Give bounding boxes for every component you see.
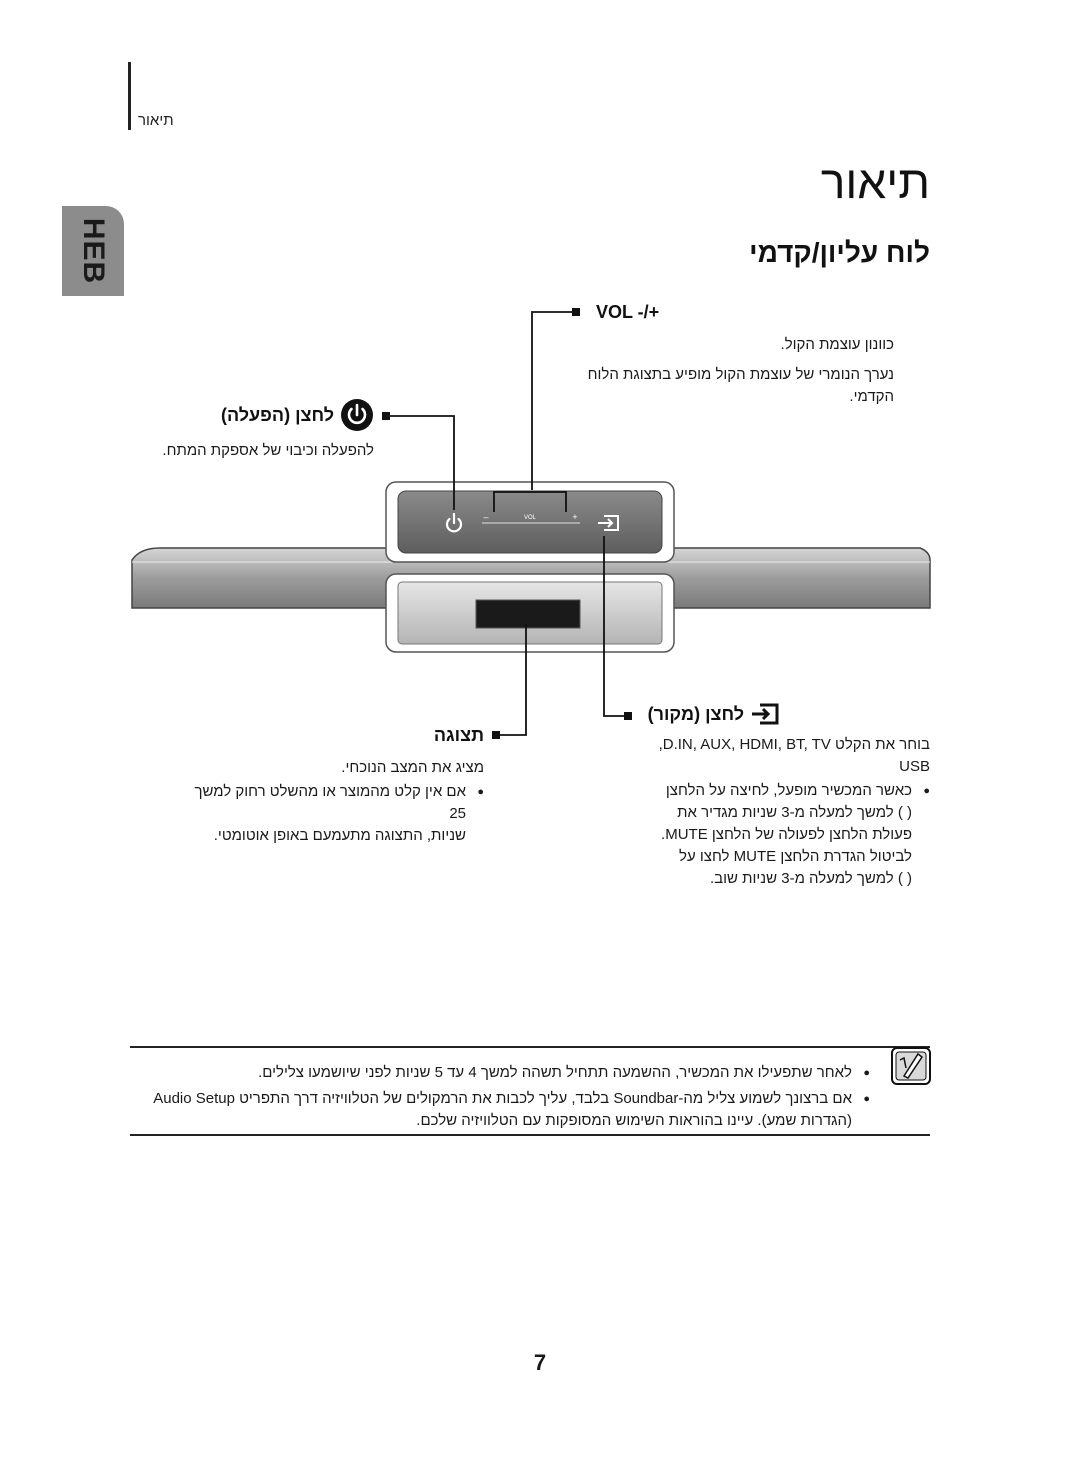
panel-source-icon	[598, 515, 619, 531]
source-marker	[624, 712, 632, 720]
note-text: אם ברצונך לשמוע צליל מה-Soundbar בלבד, ע…	[153, 1090, 852, 1107]
source-bullet: כאשר המכשיר מופעל, לחיצה על הלחצן ( ) למ…	[630, 780, 930, 890]
display-marker	[492, 731, 500, 739]
note-icon	[891, 1047, 931, 1085]
vol-desc-line: כוונון עוצמת הקול.	[780, 336, 894, 353]
header-rule	[128, 62, 131, 130]
source-bullet-line: פעולת הלחצן לפעולה של הלחצן MUTE.	[661, 826, 912, 843]
note-text: לאחר שתפעילו את המכשיר, ההשמעה תתחיל תשה…	[258, 1064, 852, 1081]
source-label: לחצן (מקור)	[647, 703, 744, 724]
power-label: לחצן (הפעלה)	[220, 404, 334, 425]
display-desc-line: מציג את המצב הנוכחי.	[341, 759, 484, 776]
power-description: להפעלה וכיבוי של אספקת המתח.	[162, 442, 374, 459]
panel-vol-plus: +	[572, 512, 577, 522]
header-section-label: תיאור	[138, 112, 174, 129]
display-bullet-line: שניות, התצוגה מתעמעם באופן אוטומטי.	[213, 827, 466, 844]
callout-leader-lines	[388, 311, 624, 736]
source-callout-title: לחצן (מקור)	[648, 702, 780, 726]
display-bullet-line: אם אין קלט מהמוצר או מהשלט רחוק למשך 25	[194, 783, 466, 822]
note-text: (הגדרות שמע). עיינו בהוראות השימוש המסופ…	[416, 1112, 852, 1129]
display-window	[475, 599, 581, 629]
note-item: אם ברצונך לשמוע צליל מה-Soundbar בלבד, ע…	[130, 1088, 870, 1132]
vol-marker	[572, 308, 580, 316]
panel-vol-text: VOL	[524, 515, 537, 521]
source-desc-line: בוחר את הקלט D.IN, AUX, HDMI, BT, TV,	[658, 736, 930, 753]
display-description: מציג את המצב הנוכחי. אם אין קלט מהמוצר א…	[174, 757, 484, 847]
notes-bottom-rule	[130, 1134, 930, 1136]
page-title: תיאור	[820, 156, 930, 208]
language-tab: HEB	[62, 206, 124, 296]
vol-description: כוונון עוצמת הקול. נערך הנומרי של עוצמת …	[574, 334, 894, 408]
display-label: תצוגה	[433, 725, 484, 745]
source-bullet-line: ( ) למשך למעלה מ-3 שניות מגדיר את	[677, 804, 912, 821]
source-bullet-line: כאשר המכשיר מופעל, לחיצה על הלחצן	[665, 782, 912, 799]
section-title: לוח עליון/קדמי	[749, 237, 930, 268]
note-item: לאחר שתפעילו את המכשיר, ההשמעה תתחיל תשה…	[130, 1062, 870, 1084]
source-icon	[752, 703, 779, 725]
vol-label: VOL -/+	[596, 302, 660, 322]
notes-top-rule	[130, 1046, 930, 1048]
panel-power-icon	[445, 512, 463, 533]
power-marker	[382, 412, 390, 420]
source-bullet-line: לביטול הגדרת הלחצן MUTE לחצו על	[679, 848, 912, 865]
source-description: בוחר את הקלט D.IN, AUX, HDMI, BT, TV, US…	[630, 734, 930, 890]
power-icon	[341, 399, 373, 431]
front-panel	[385, 573, 675, 653]
source-bullet-line: ( ) למשך למעלה מ-3 שניות שוב.	[709, 870, 912, 887]
display-bullet: אם אין קלט מהמוצר או מהשלט רחוק למשך 25 …	[174, 781, 484, 847]
vol-desc-line: הקדמי.	[849, 388, 894, 405]
notes-list: לאחר שתפעילו את המכשיר, ההשמעה תתחיל תשה…	[130, 1062, 870, 1132]
panel-vol-control: VOL – +	[482, 512, 580, 524]
panel-vol-minus: –	[483, 512, 488, 522]
power-callout-title: לחצן (הפעלה)	[221, 398, 374, 432]
source-desc-line: USB	[899, 758, 930, 775]
top-panel: VOL – +	[385, 481, 675, 563]
vol-desc-line: נערך הנומרי של עוצמת הקול מופיע בתצוגת ה…	[587, 366, 894, 383]
page-number: 7	[533, 1350, 547, 1375]
